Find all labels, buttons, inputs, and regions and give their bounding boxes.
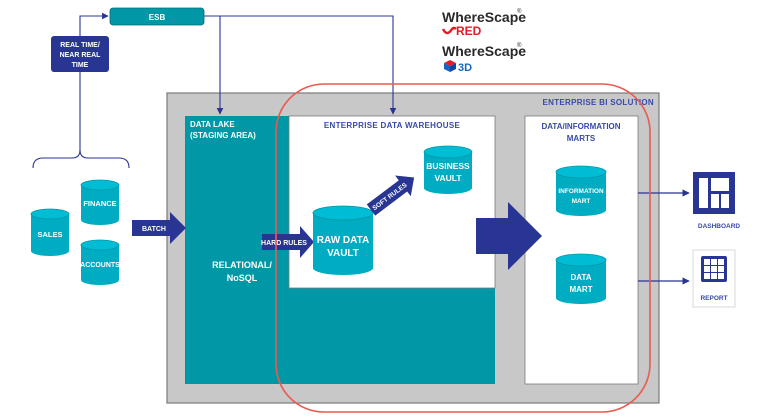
cube-icon [444, 60, 456, 72]
logo-reg-red: ® [517, 8, 522, 15]
hard-rules-arrow [262, 226, 314, 258]
business-vault-icon: BUSINESS VAULT [423, 145, 473, 194]
finance-database-icon: FINANCE [80, 179, 120, 225]
dashboard-label: DASHBOARD [698, 223, 741, 230]
real-time-line-2: NEAR REAL [60, 52, 102, 59]
business-vault-line-1: BUSINESS [426, 161, 470, 171]
nosql-label: NoSQL [227, 273, 258, 283]
sales-database-icon: SALES [30, 208, 70, 256]
esb-label: ESB [149, 13, 166, 22]
raw-vault-line-1: RAW DATA [317, 235, 369, 246]
batch-arrow [132, 212, 186, 244]
finance-label: FINANCE [83, 199, 116, 208]
sources-brace [32, 149, 130, 169]
business-vault-line-2: VAULT [434, 173, 462, 183]
relational-label: RELATIONAL/ [212, 260, 272, 270]
sales-label: SALES [37, 230, 62, 239]
marts-label: DATA/INFORMATION [541, 122, 620, 131]
logo-reg-3d: ® [517, 42, 522, 49]
hard-rules-label: HARD RULES [261, 240, 307, 247]
red-swoosh-icon [441, 26, 457, 35]
report-label: REPORT [700, 295, 727, 302]
raw-vault-line-2: VAULT [327, 248, 359, 259]
edw-label: ENTERPRISE DATA WAREHOUSE [324, 121, 461, 130]
highlight-outline [275, 83, 651, 413]
data-mart-line-2: MART [569, 285, 592, 294]
data-lake-sublabel: (STAGING AREA) [190, 131, 256, 140]
info-mart-line-2: MART [572, 198, 591, 205]
edw-to-marts-arrow [476, 202, 542, 270]
marts-sublabel: MARTS [567, 134, 596, 143]
raw-data-vault-icon: RAW DATA VAULT [312, 205, 374, 275]
info-mart-line-1: INFORMATION [558, 188, 604, 195]
esb-in-arrow [79, 12, 109, 36]
dashboard-icon [693, 172, 735, 214]
enterprise-bi-label: ENTERPRISE BI SOLUTION [543, 98, 655, 107]
data-lake-label: DATA LAKE [190, 120, 235, 129]
logo-brand-3d: WhereScape [442, 43, 526, 59]
report-icon [692, 249, 736, 308]
accounts-label: ACCOUNTS [80, 262, 120, 269]
real-time-box [51, 36, 109, 72]
marts-box [524, 115, 639, 385]
data-mart-icon: DATA MART [555, 253, 607, 304]
logo-product-3d: 3D [458, 62, 472, 74]
logo-brand-red: WhereScape [442, 9, 526, 25]
information-mart-icon: INFORMATION MART [555, 165, 607, 216]
esb-to-edw-arrow [204, 15, 397, 115]
accounts-database-icon: ACCOUNTS [80, 239, 120, 285]
wherescape-3d-logo: WhereScape ® 3D [442, 42, 526, 74]
real-time-line-1: REAL TIME/ [60, 42, 100, 49]
real-time-line-3: TIME [72, 62, 89, 69]
wherescape-red-logo: WhereScape ® RED [441, 8, 526, 38]
logo-product-red: RED [456, 24, 482, 38]
data-mart-line-1: DATA [570, 273, 591, 282]
batch-label: BATCH [142, 226, 166, 233]
